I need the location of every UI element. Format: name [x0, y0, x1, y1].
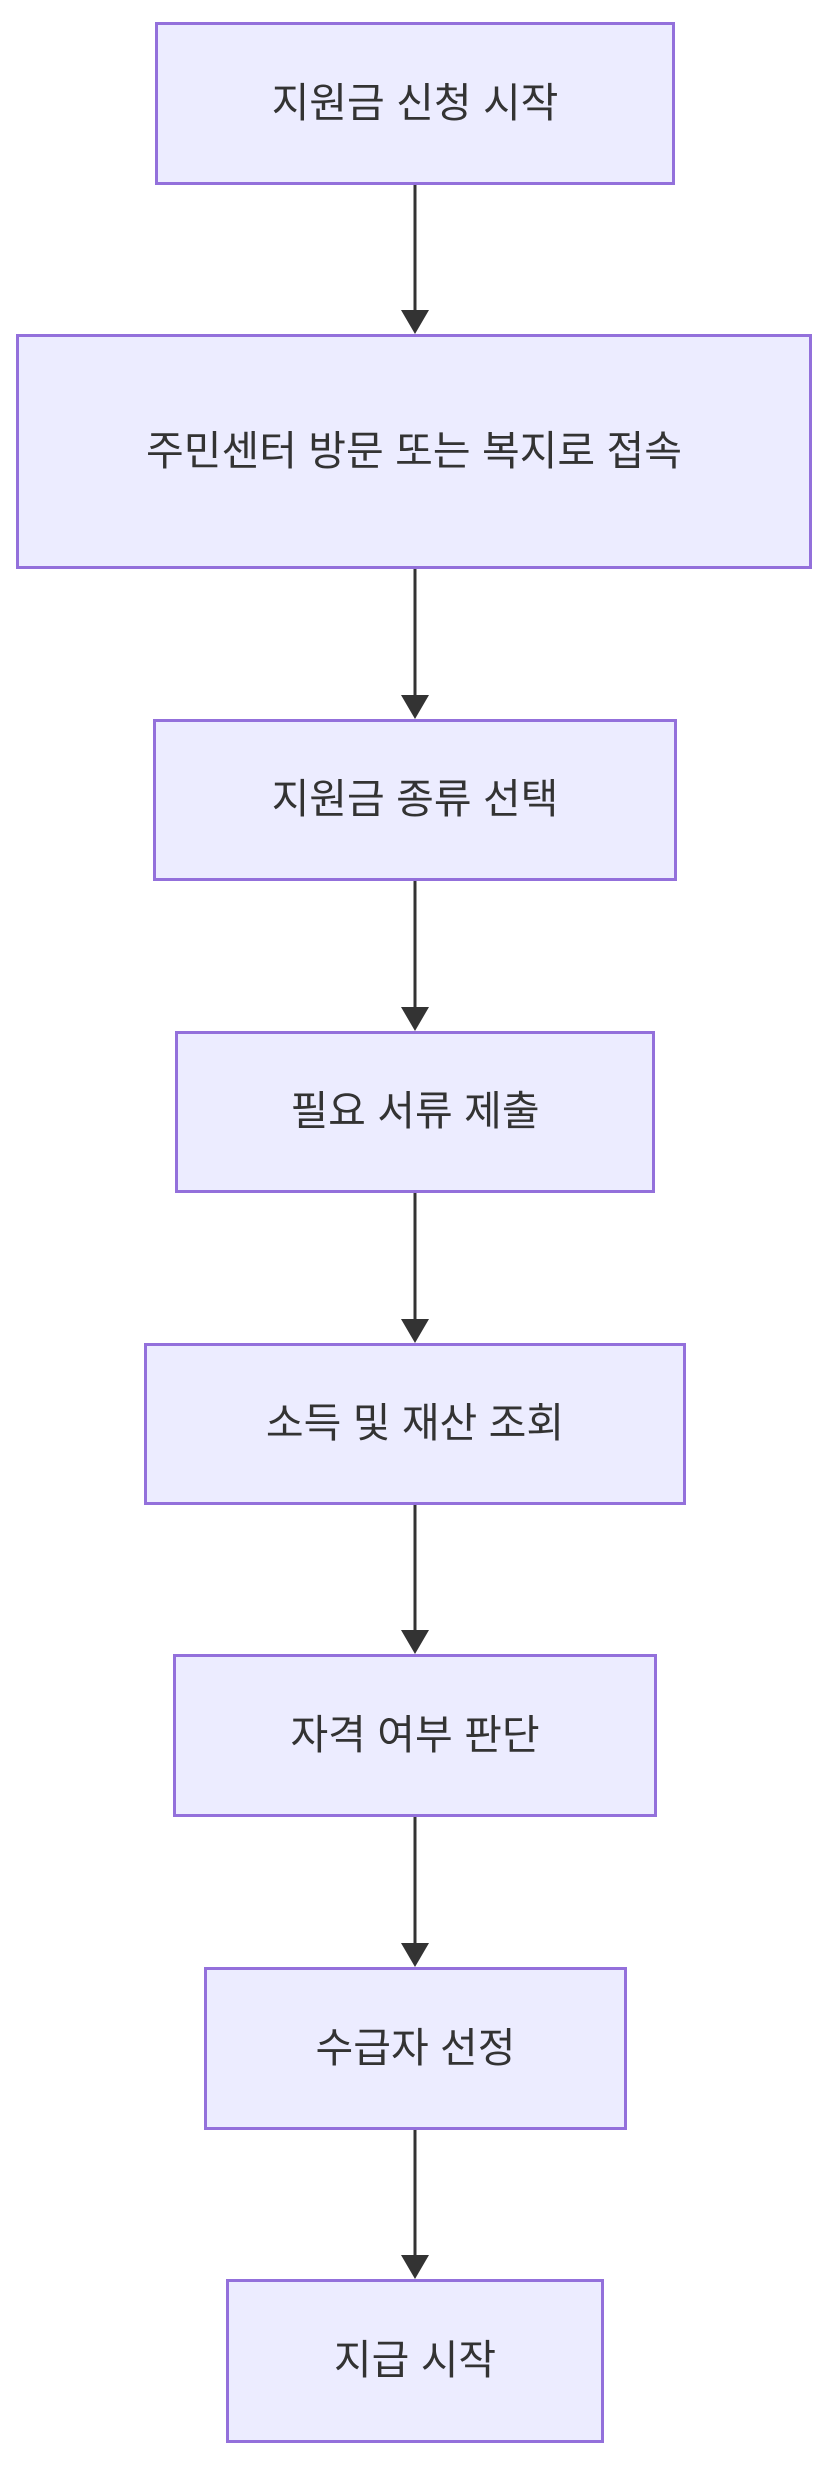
node-apply-start-label: 지원금 신청 시작 — [271, 79, 559, 126]
edge-visit-to-select — [401, 569, 429, 719]
edge-submit-to-check — [401, 1193, 429, 1343]
edge-select-to-submit — [401, 881, 429, 1031]
edge-selection-to-payment — [401, 2130, 429, 2279]
edge-line — [413, 569, 417, 699]
node-income-asset-check-label: 소득 및 재산 조회 — [265, 1400, 565, 1447]
edge-line — [413, 2130, 417, 2259]
node-income-asset-check: 소득 및 재산 조회 — [144, 1343, 686, 1505]
edge-check-to-eligibility — [401, 1505, 429, 1654]
node-select-subsidy-type-label: 지원금 종류 선택 — [271, 776, 559, 823]
arrowhead-down-icon — [401, 310, 429, 334]
arrowhead-down-icon — [401, 1319, 429, 1343]
edge-line — [413, 881, 417, 1011]
node-submit-documents-label: 필요 서류 제출 — [290, 1088, 540, 1135]
node-payment-start-label: 지급 시작 — [333, 2337, 497, 2384]
arrowhead-down-icon — [401, 1630, 429, 1654]
node-apply-start: 지원금 신청 시작 — [155, 22, 675, 185]
edge-line — [413, 1193, 417, 1323]
node-visit-center-or-bokjiro: 주민센터 방문 또는 복지로 접속 — [16, 334, 812, 569]
node-eligibility-decision-label: 자격 여부 판단 — [290, 1711, 540, 1758]
edge-line — [413, 185, 417, 314]
node-submit-documents: 필요 서류 제출 — [175, 1031, 655, 1193]
edge-eligibility-to-selection — [401, 1817, 429, 1967]
arrowhead-down-icon — [401, 695, 429, 719]
node-recipient-selection: 수급자 선정 — [204, 1967, 627, 2130]
node-visit-center-label: 주민센터 방문 또는 복지로 접속 — [146, 427, 682, 474]
node-eligibility-decision: 자격 여부 판단 — [173, 1654, 657, 1817]
edge-line — [413, 1505, 417, 1634]
node-select-subsidy-type: 지원금 종류 선택 — [153, 719, 677, 881]
arrowhead-down-icon — [401, 2255, 429, 2279]
edge-apply-to-visit — [401, 185, 429, 334]
arrowhead-down-icon — [401, 1943, 429, 1967]
edge-line — [413, 1817, 417, 1947]
arrowhead-down-icon — [401, 1007, 429, 1031]
node-payment-start: 지급 시작 — [226, 2279, 604, 2443]
node-recipient-selection-label: 수급자 선정 — [315, 2024, 516, 2071]
